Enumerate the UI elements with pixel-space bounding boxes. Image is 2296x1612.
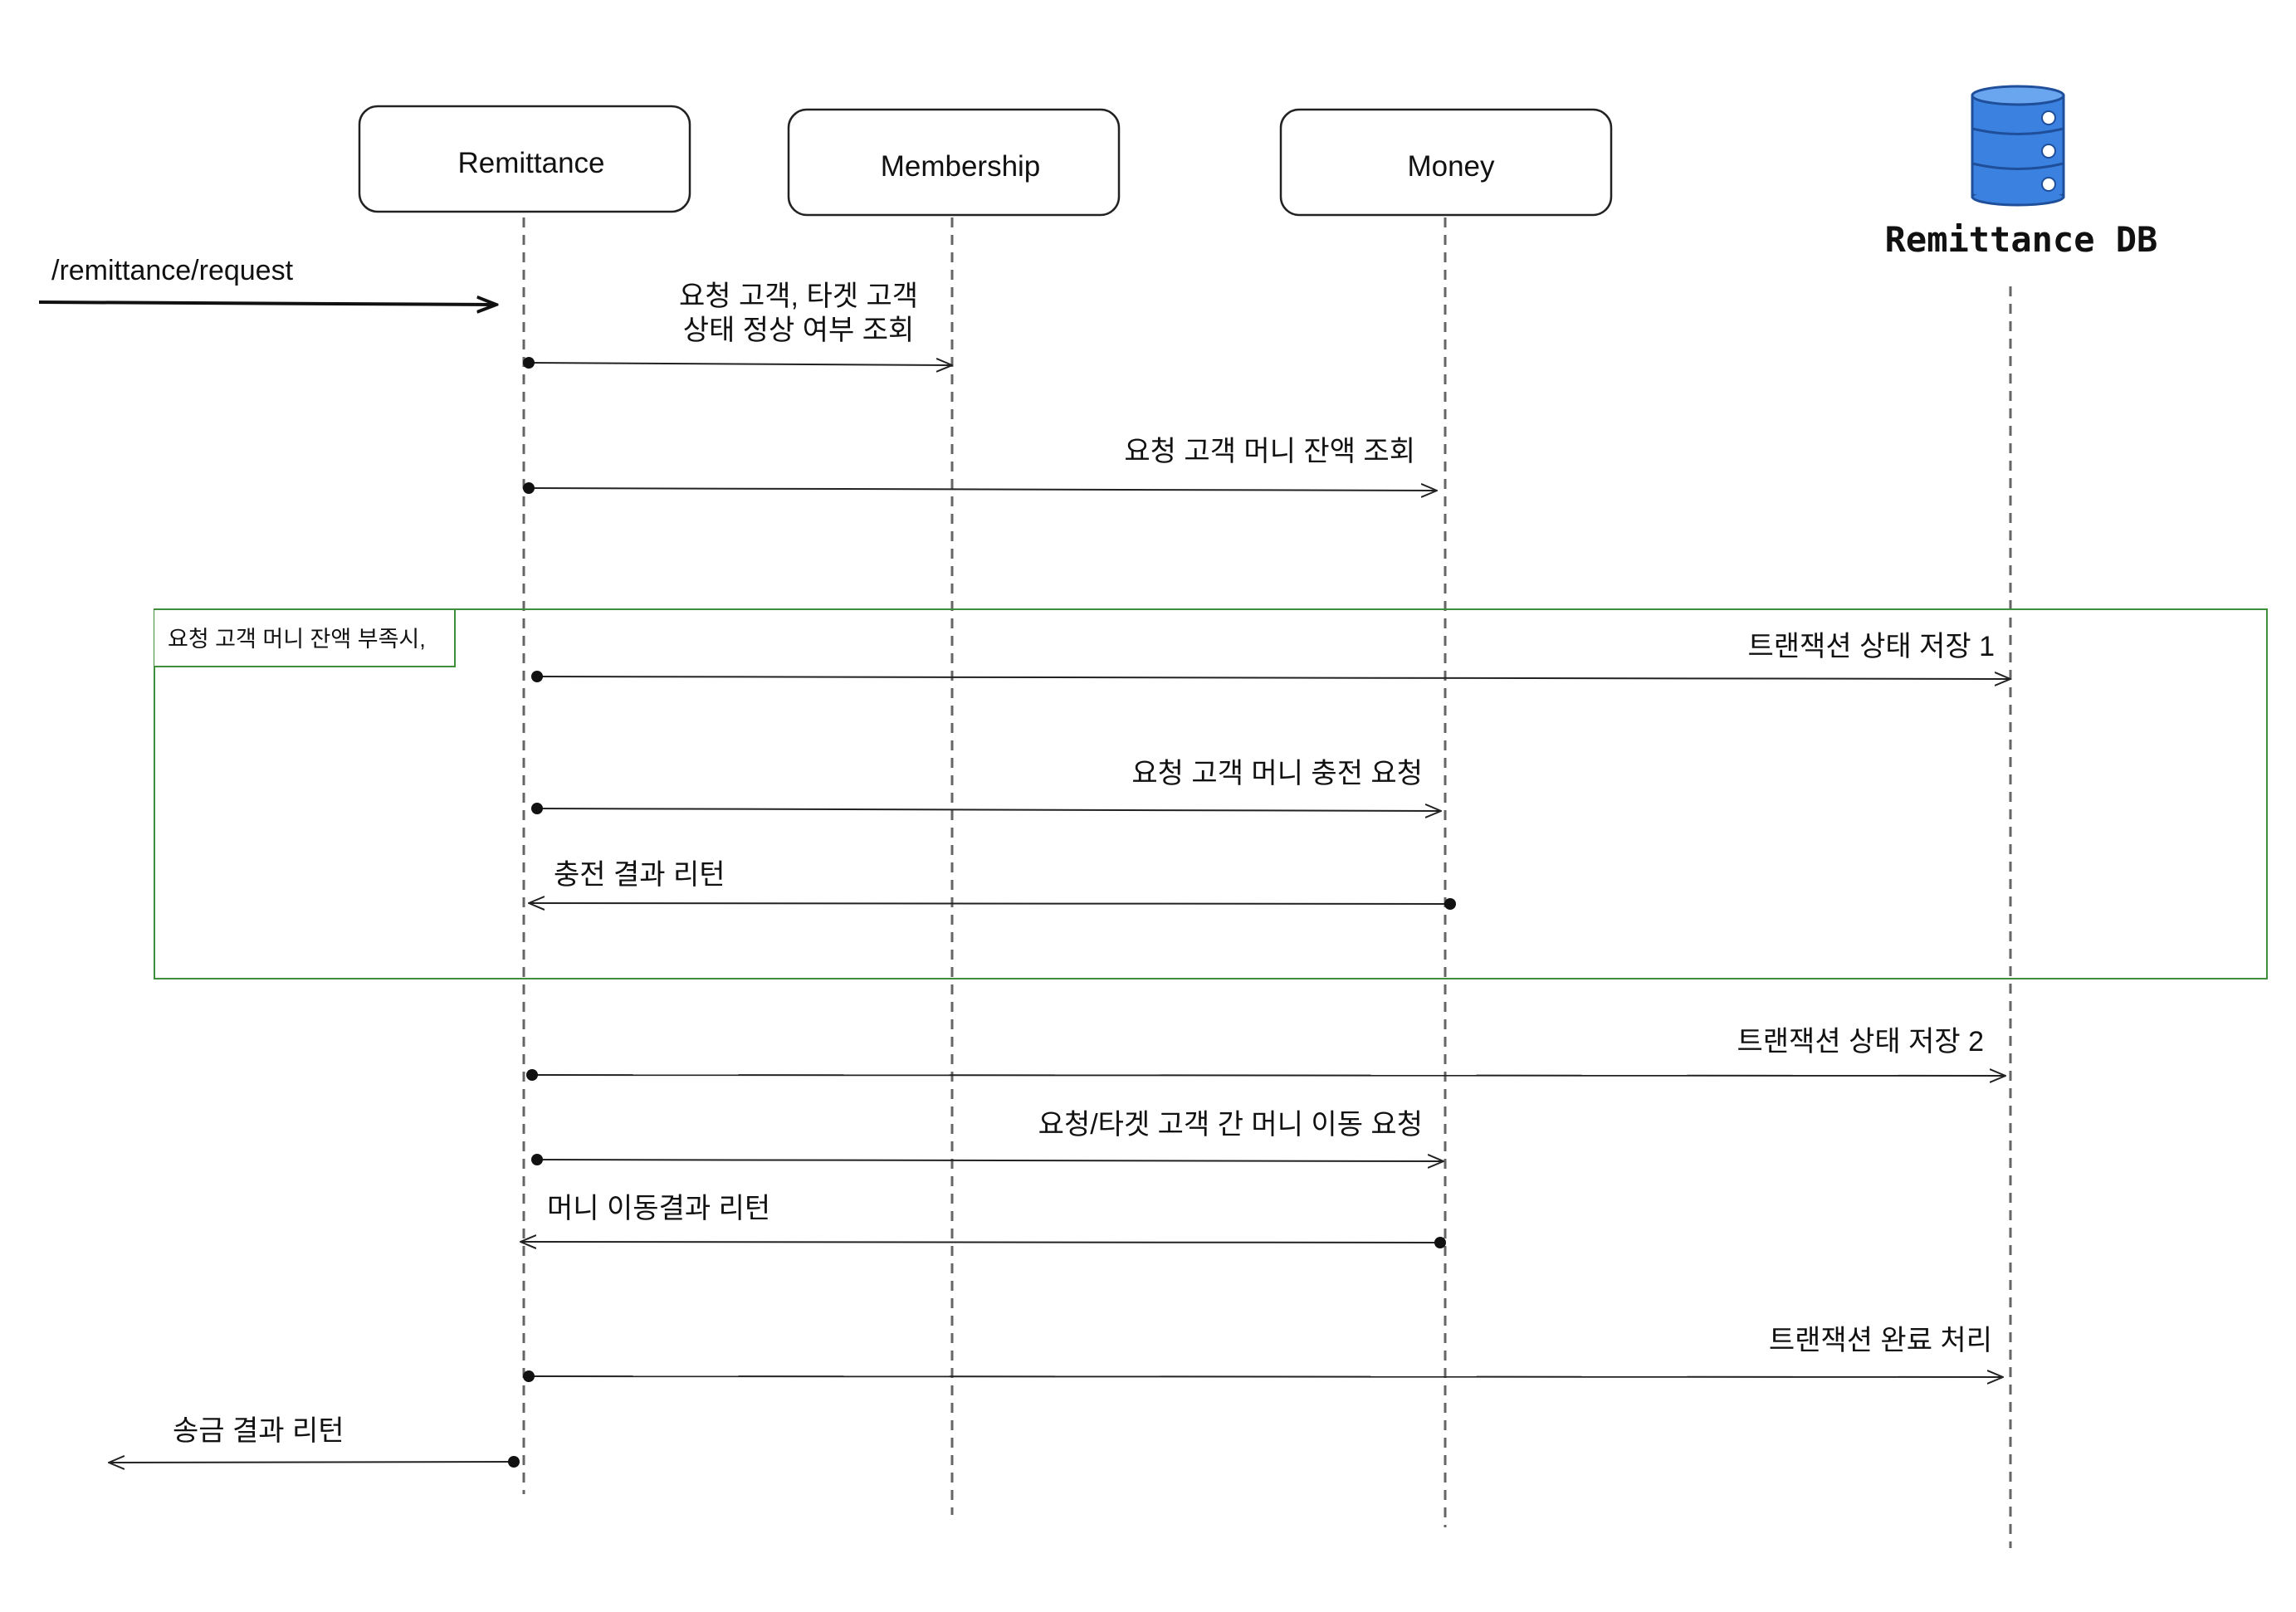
arrow-transfer-return-origin: [1434, 1237, 1446, 1248]
database-icon: [1971, 85, 2065, 207]
msg-check-status-line2: 상태 정상 여부 조회: [683, 315, 915, 346]
msg-check-balance: 요청 고객 머니 잔액 조회: [1124, 436, 1415, 467]
arrow-transfer-request-origin: [531, 1154, 543, 1165]
arrow-save-tx-1-origin: [531, 671, 543, 682]
arrow-check-status-origin: [523, 357, 535, 369]
frame-condition-label: 요청 고객 머니 잔액 부족시,: [168, 627, 426, 652]
msg-charge-return: 충전 결과 리턴: [554, 859, 725, 891]
msg-charge-request: 요청 고객 머니 충전 요청: [1131, 758, 1423, 789]
arrow-complete-tx: [528, 1376, 2003, 1377]
participant-money-label: Money: [1407, 150, 1495, 183]
participant-membership: Membership: [787, 108, 1121, 217]
participant-membership-label: Membership: [881, 150, 1041, 183]
conditional-frame: 요청 고객 머니 잔액 부족시,: [154, 608, 2268, 979]
msg-transfer-request: 요청/타겟 고객 간 머니 이동 요청: [1038, 1109, 1423, 1141]
arrow-final-return-origin: [508, 1456, 520, 1468]
arrow-charge-request: [536, 808, 1441, 811]
participant-money: Money: [1279, 108, 1613, 217]
arrow-save-tx-2: [531, 1075, 2005, 1076]
entry-arrow: [38, 302, 496, 305]
arrow-complete-tx-origin: [523, 1370, 535, 1382]
arrow-check-status: [528, 363, 952, 365]
arrow-charge-request-origin: [531, 803, 543, 814]
arrow-charge-return-origin: [1444, 898, 1456, 910]
msg-final-return: 송금 결과 리턴: [173, 1415, 344, 1447]
msg-transfer-return: 머니 이동결과 리턴: [547, 1193, 770, 1224]
participant-remittance-db-label: Remittance DB: [1885, 219, 2158, 260]
arrow-transfer-return: [520, 1242, 1441, 1243]
arrow-check-balance-origin: [523, 482, 535, 494]
entry-endpoint-label: /remittance/request: [51, 255, 294, 286]
arrow-transfer-request: [536, 1160, 1444, 1161]
arrow-save-tx-1: [536, 677, 2010, 679]
arrow-charge-return: [529, 903, 1451, 904]
participant-remittance: Remittance: [358, 105, 691, 213]
arrow-save-tx-2-origin: [526, 1069, 538, 1081]
arrow-check-balance: [528, 488, 1437, 491]
msg-save-tx-2: 트랜잭션 상태 저장 2: [1737, 1026, 1985, 1058]
arrow-final-return: [109, 1462, 515, 1463]
msg-check-status-line1: 요청 고객, 타겟 고객: [679, 281, 918, 312]
participant-remittance-label: Remittance: [457, 147, 604, 179]
msg-save-tx-1: 트랜잭션 상태 저장 1: [1748, 631, 1996, 662]
msg-complete-tx: 트랜잭션 완료 처리: [1769, 1325, 1992, 1356]
